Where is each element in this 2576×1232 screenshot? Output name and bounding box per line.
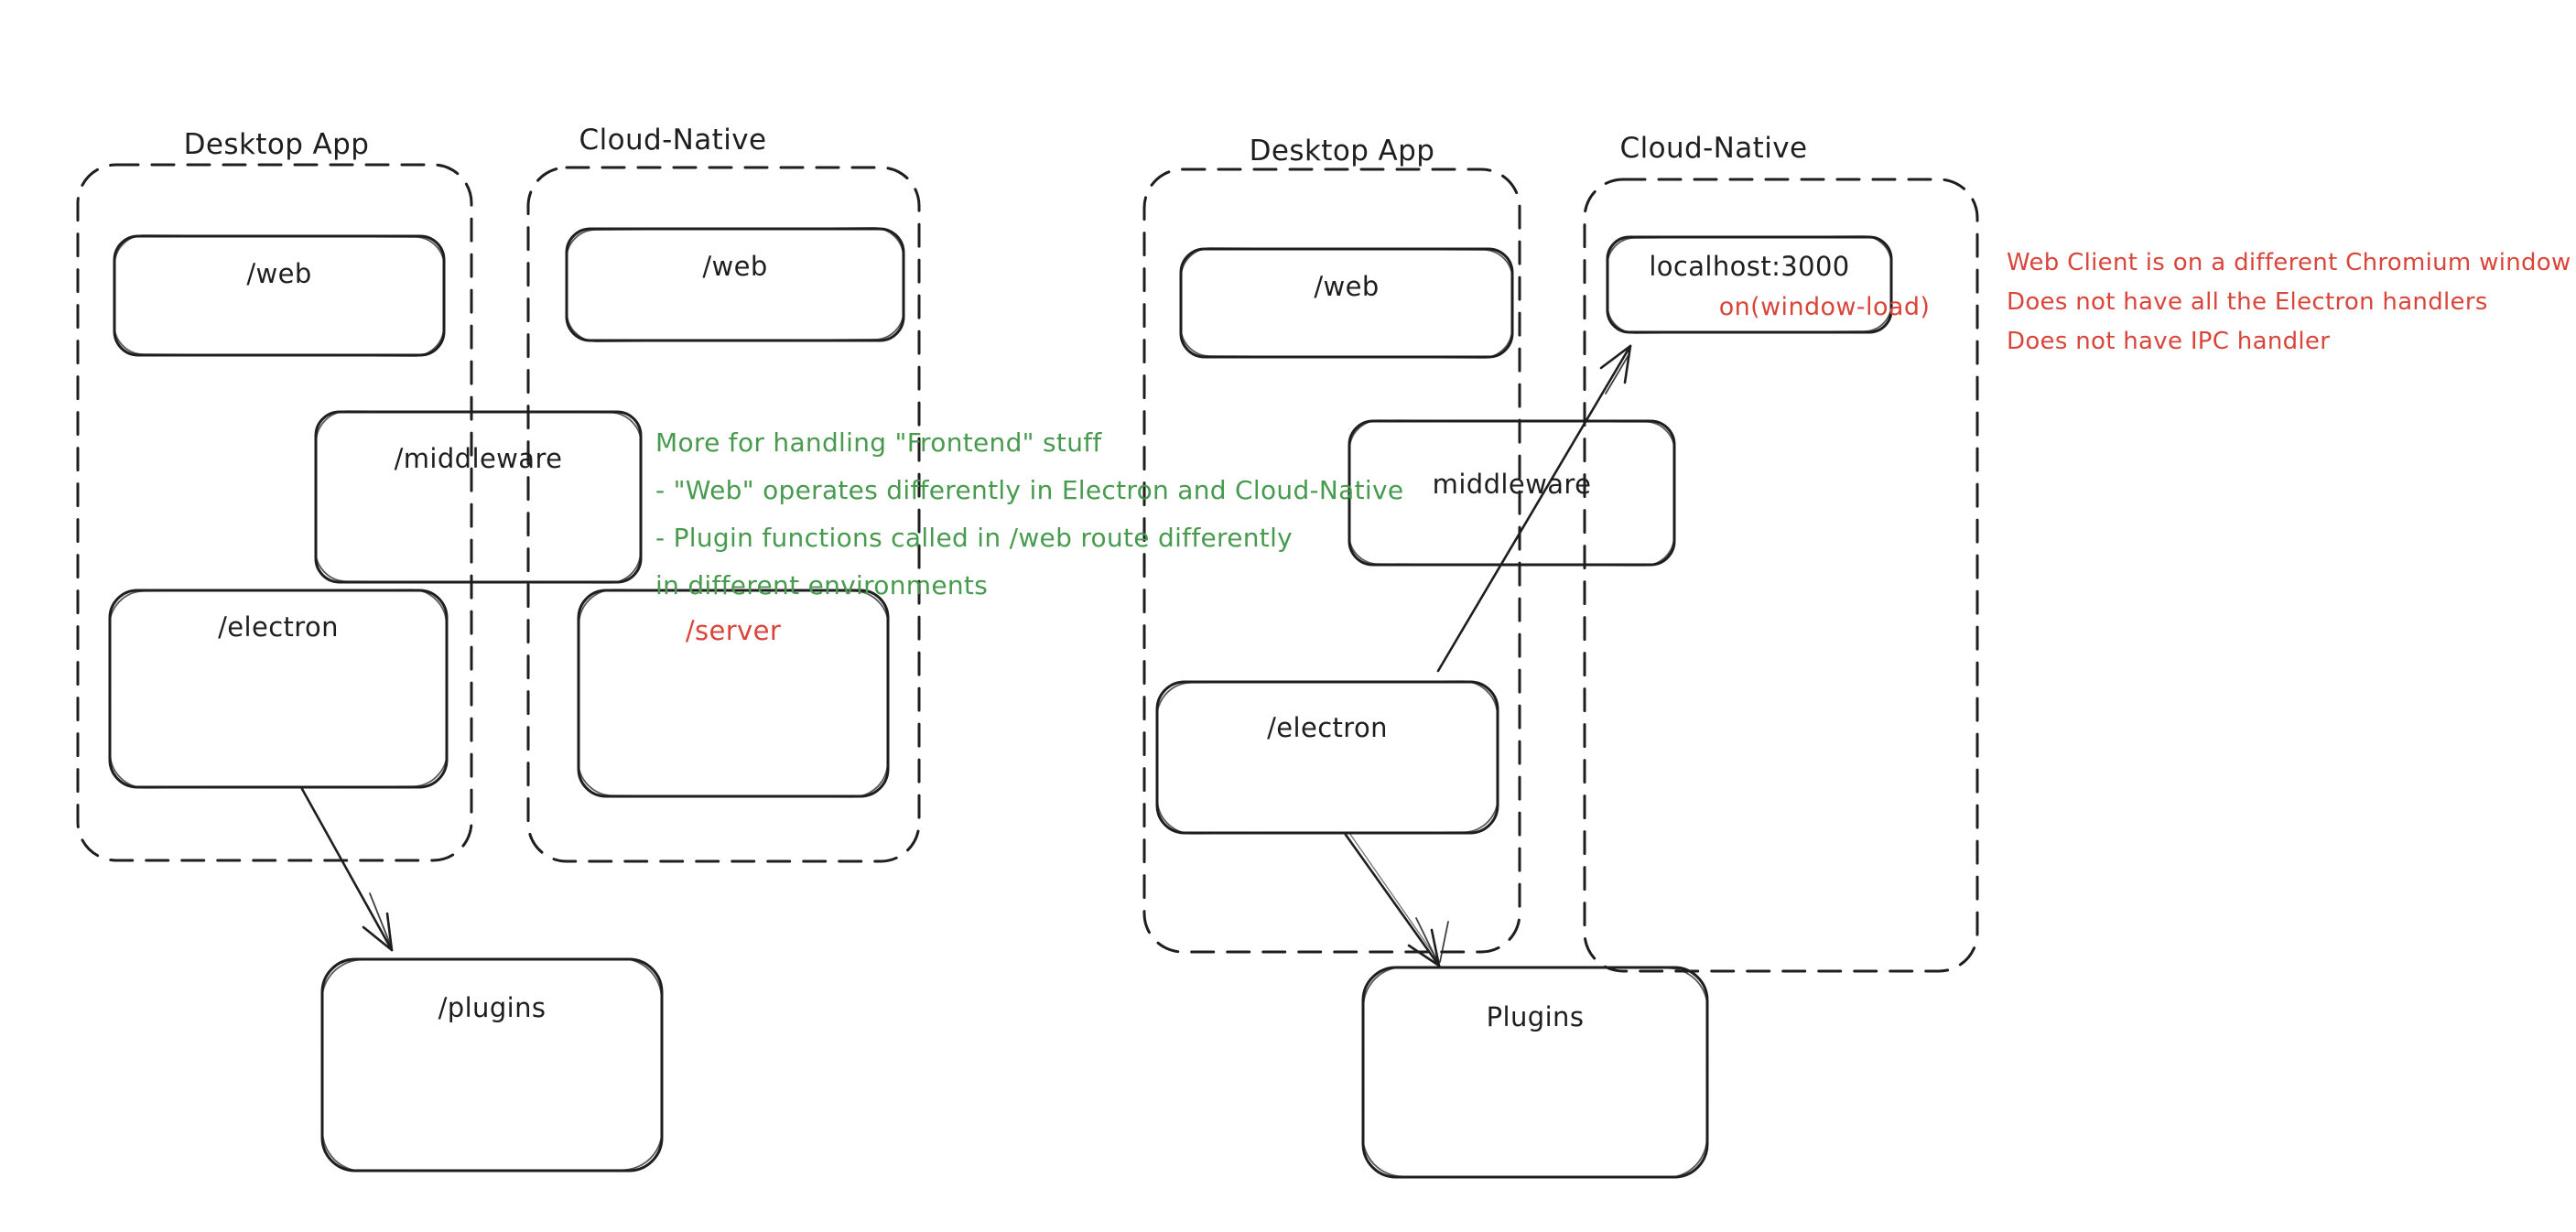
left-cloud-native-title: Cloud-Native — [579, 124, 767, 157]
arrow-electron-to-plugins-left — [300, 787, 394, 952]
left-cloud-web-box-sketch — [565, 227, 905, 342]
left-electron-box-sketch — [108, 589, 449, 789]
left-middleware-label: /middleware — [394, 443, 563, 474]
left-plugins-box-sketch — [320, 957, 664, 1173]
left-desktop-app-title: Desktop App — [183, 128, 370, 161]
right-electron-label: /electron — [1267, 712, 1388, 743]
red-note-line: Web Client is on a different Chromium wi… — [2007, 249, 2571, 276]
right-middleware-box-sketch — [1348, 419, 1676, 567]
left-cloud-web-label: /web — [702, 251, 768, 282]
right-middleware-label: middleware — [1432, 469, 1592, 500]
left-web-box-sketch — [113, 234, 446, 357]
right-web-label: /web — [1314, 271, 1380, 302]
left-middleware-box-sketch — [314, 410, 643, 584]
left-plugins-box — [320, 957, 664, 1173]
left-cloud-native-container — [526, 166, 921, 863]
right-window-load-label: on(window-load) — [1718, 293, 1931, 321]
left-desktop-app-container — [76, 163, 473, 862]
right-plugins-box-sketch — [1361, 966, 1709, 1179]
left-web-label: /web — [246, 258, 312, 289]
right-cloud-native-container — [1583, 178, 1979, 973]
left-electron-label: /electron — [218, 611, 339, 643]
right-cloud-native-title: Cloud-Native — [1619, 132, 1808, 165]
right-desktop-app-container — [1142, 168, 1521, 954]
left-plugins-label: /plugins — [438, 992, 547, 1023]
right-electron-box-sketch — [1155, 680, 1499, 835]
left-server-label: /server — [685, 615, 782, 646]
green-note: More for handling "Frontend" stuff - "We… — [655, 419, 1403, 610]
arrow-electron-to-localhost-right — [1436, 344, 1632, 673]
red-note-line: Does not have all the Electron handlers — [2007, 288, 2488, 316]
right-electron-box — [1155, 680, 1499, 835]
right-localhost-label: localhost:3000 — [1649, 251, 1850, 282]
right-localhost-box-sketch — [1606, 235, 1893, 334]
left-server-box-sketch — [577, 589, 890, 798]
right-plugins-label: Plugins — [1486, 1001, 1585, 1032]
green-note-line: More for handling "Frontend" stuff — [655, 427, 1102, 458]
right-plugins-box — [1361, 966, 1709, 1179]
red-note-line: Does not have IPC handler — [2007, 328, 2331, 355]
green-note-line: in different environments — [655, 570, 989, 600]
green-note-line: - "Web" operates differently in Electron… — [655, 475, 1404, 505]
left-cloud-web-box — [565, 227, 905, 342]
right-web-box — [1179, 247, 1514, 359]
left-middleware-box — [314, 410, 643, 584]
green-note-line: - Plugin functions called in /web route … — [655, 523, 1293, 553]
arrow-electron-to-plugins-right — [1344, 832, 1449, 967]
left-web-box — [113, 234, 446, 357]
right-desktop-app-title: Desktop App — [1249, 135, 1435, 168]
right-web-box-sketch — [1179, 247, 1514, 359]
red-note: Web Client is on a different Chromium wi… — [2007, 243, 2571, 362]
